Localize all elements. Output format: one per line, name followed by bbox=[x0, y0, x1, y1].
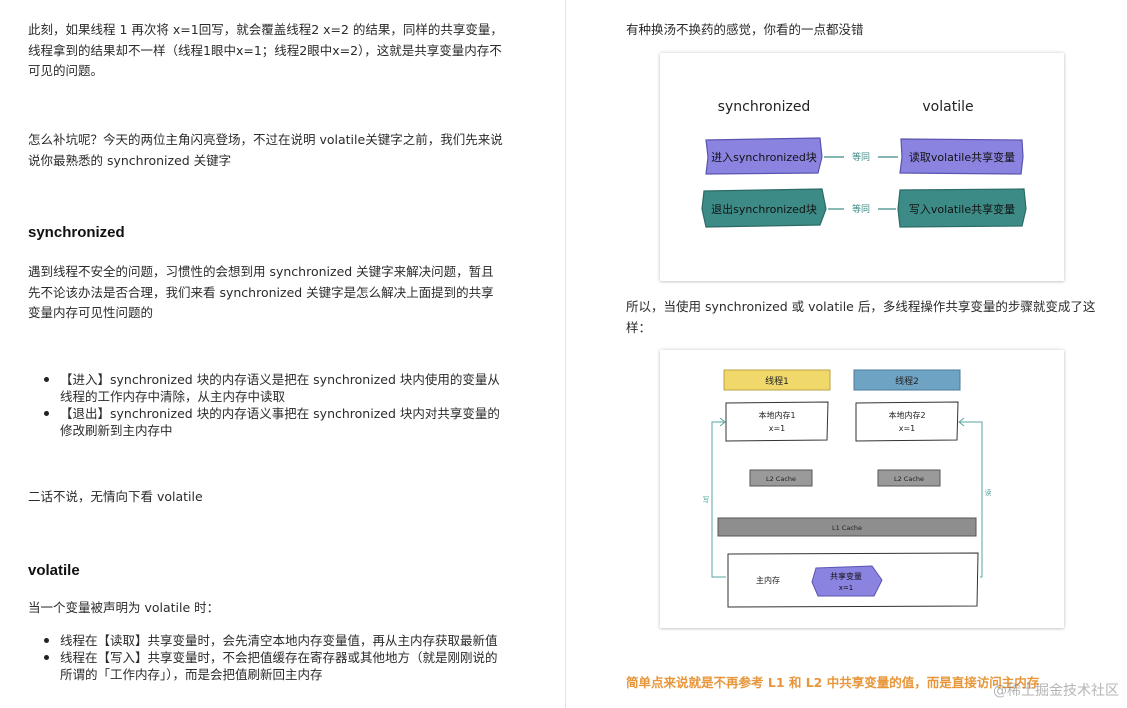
write-path-label: 写 bbox=[703, 496, 710, 504]
local-memory2-value: x=1 bbox=[899, 424, 916, 433]
paragraph-same-medicine: 有种换汤不换药的感觉，你看的一点都没错 bbox=[626, 22, 864, 37]
paragraph-visibility-problem: 此刻，如果线程 1 再次将 x=1回写，就会覆盖线程2 x=2 的结果，同样的共… bbox=[28, 22, 503, 78]
left-page: 此刻，如果线程 1 再次将 x=1回写，就会覆盖线程2 x=2 的结果，同样的共… bbox=[28, 22, 504, 683]
l2-cache-label: L2 Cache bbox=[894, 475, 924, 483]
list-item: 线程在【读取】共享变量时，会先清空本地内存变量值，再从主内存获取最新值 bbox=[44, 632, 504, 649]
column-title-synchronized: synchronized bbox=[718, 99, 811, 115]
shared-variable-label: 共享变量 bbox=[830, 571, 862, 581]
exit-block-label: 退出synchronized块 bbox=[711, 202, 817, 216]
local-memory2-box bbox=[855, 401, 959, 442]
heading-volatile: volatile bbox=[28, 562, 80, 579]
local-memory1-label: 本地内存1 bbox=[758, 410, 795, 420]
thread1-label: 线程1 bbox=[765, 375, 789, 387]
paragraph-steps: 所以，当使用 synchronized 或 volatile 后，多线程操作共享… bbox=[626, 299, 1096, 335]
l2-cache-box bbox=[749, 469, 813, 487]
memory-diagram: 线程1 线程2 本地内存1 x=1 本地内存2 x=1 L2 Cache L2 … bbox=[703, 369, 992, 608]
enter-block-label: 进入synchronized块 bbox=[711, 151, 817, 164]
exit-block-shape bbox=[701, 188, 827, 228]
heading-synchronized: synchronized bbox=[28, 224, 125, 241]
read-path-line bbox=[960, 421, 983, 578]
equals-label: 等同 bbox=[852, 203, 870, 215]
l2-cache-box bbox=[877, 469, 941, 487]
shared-variable-value: x=1 bbox=[839, 584, 853, 592]
read-volatile-label: 读取volatile共享变量 bbox=[909, 150, 1015, 164]
write-volatile-shape bbox=[897, 188, 1027, 228]
thread1-box bbox=[723, 369, 831, 391]
paragraph-transition: 二话不说，无情向下看 volatile bbox=[28, 489, 203, 504]
volatile-bullet-list: 线程在【读取】共享变量时，会先清空本地内存变量值，再从主内存获取最新值 线程在【… bbox=[44, 632, 504, 683]
list-item: 【进入】synchronized 块的内存语义是把在 synchronized … bbox=[44, 371, 504, 405]
enter-block-shape bbox=[705, 137, 823, 175]
watermark: @稀土掘金技术社区 bbox=[993, 683, 1119, 699]
list-item: 【退出】synchronized 块的内存语义事把在 synchronized … bbox=[44, 405, 504, 439]
arrow-head-icon bbox=[958, 417, 965, 427]
thread2-box bbox=[853, 369, 961, 391]
figure-memory-architecture: 线程1 线程2 本地内存1 x=1 本地内存2 x=1 L2 Cache L2 … bbox=[660, 350, 1064, 628]
right-page: 有种换汤不换药的感觉，你看的一点都没错 synchronized volatil… bbox=[566, 0, 1127, 708]
equivalence-diagram: synchronized volatile 进入synchronized块 读取… bbox=[701, 99, 1027, 228]
local-memory1-box bbox=[725, 401, 829, 442]
local-memory1-value: x=1 bbox=[769, 424, 786, 433]
paragraph-synchronized: 遇到线程不安全的问题，习惯性的会想到用 synchronized 关键字来解决问… bbox=[28, 264, 494, 320]
list-item: 线程在【写入】共享变量时，不会把值缓存在寄存器或其他地方（就是刚刚说的所谓的「工… bbox=[44, 649, 504, 683]
shared-variable-shape bbox=[811, 565, 883, 597]
page-divider bbox=[565, 0, 566, 708]
l1-cache-box bbox=[717, 517, 977, 537]
write-path-line bbox=[711, 421, 726, 578]
local-memory2-label: 本地内存2 bbox=[888, 410, 925, 420]
thread2-label: 线程2 bbox=[895, 375, 919, 387]
paragraph-volatile-intro: 当一个变量被声明为 volatile 时： bbox=[28, 600, 220, 615]
equals-label: 等同 bbox=[852, 151, 870, 163]
paragraph-intro-keywords: 怎么补坑呢？今天的两位主角闪亮登场，不过在说明 volatile关键字之前，我们… bbox=[28, 132, 503, 168]
arrow-head-icon bbox=[719, 417, 726, 427]
main-memory-label: 主内存 bbox=[756, 575, 780, 585]
figure-sync-volatile-equivalence: synchronized volatile 进入synchronized块 读取… bbox=[660, 53, 1064, 281]
read-path-label: 读 bbox=[985, 488, 992, 497]
l2-cache-label: L2 Cache bbox=[766, 475, 796, 483]
synchronized-bullet-list: 【进入】synchronized 块的内存语义是把在 synchronized … bbox=[44, 371, 504, 439]
summary-note: 简单点来说就是不再参考 L1 和 L2 中共享变量的值，而是直接访问主内存 bbox=[626, 675, 1040, 690]
read-volatile-shape bbox=[899, 138, 1024, 175]
l1-cache-label: L1 Cache bbox=[832, 524, 862, 532]
write-volatile-label: 写入volatile共享变量 bbox=[909, 202, 1015, 216]
column-title-volatile: volatile bbox=[922, 99, 973, 115]
